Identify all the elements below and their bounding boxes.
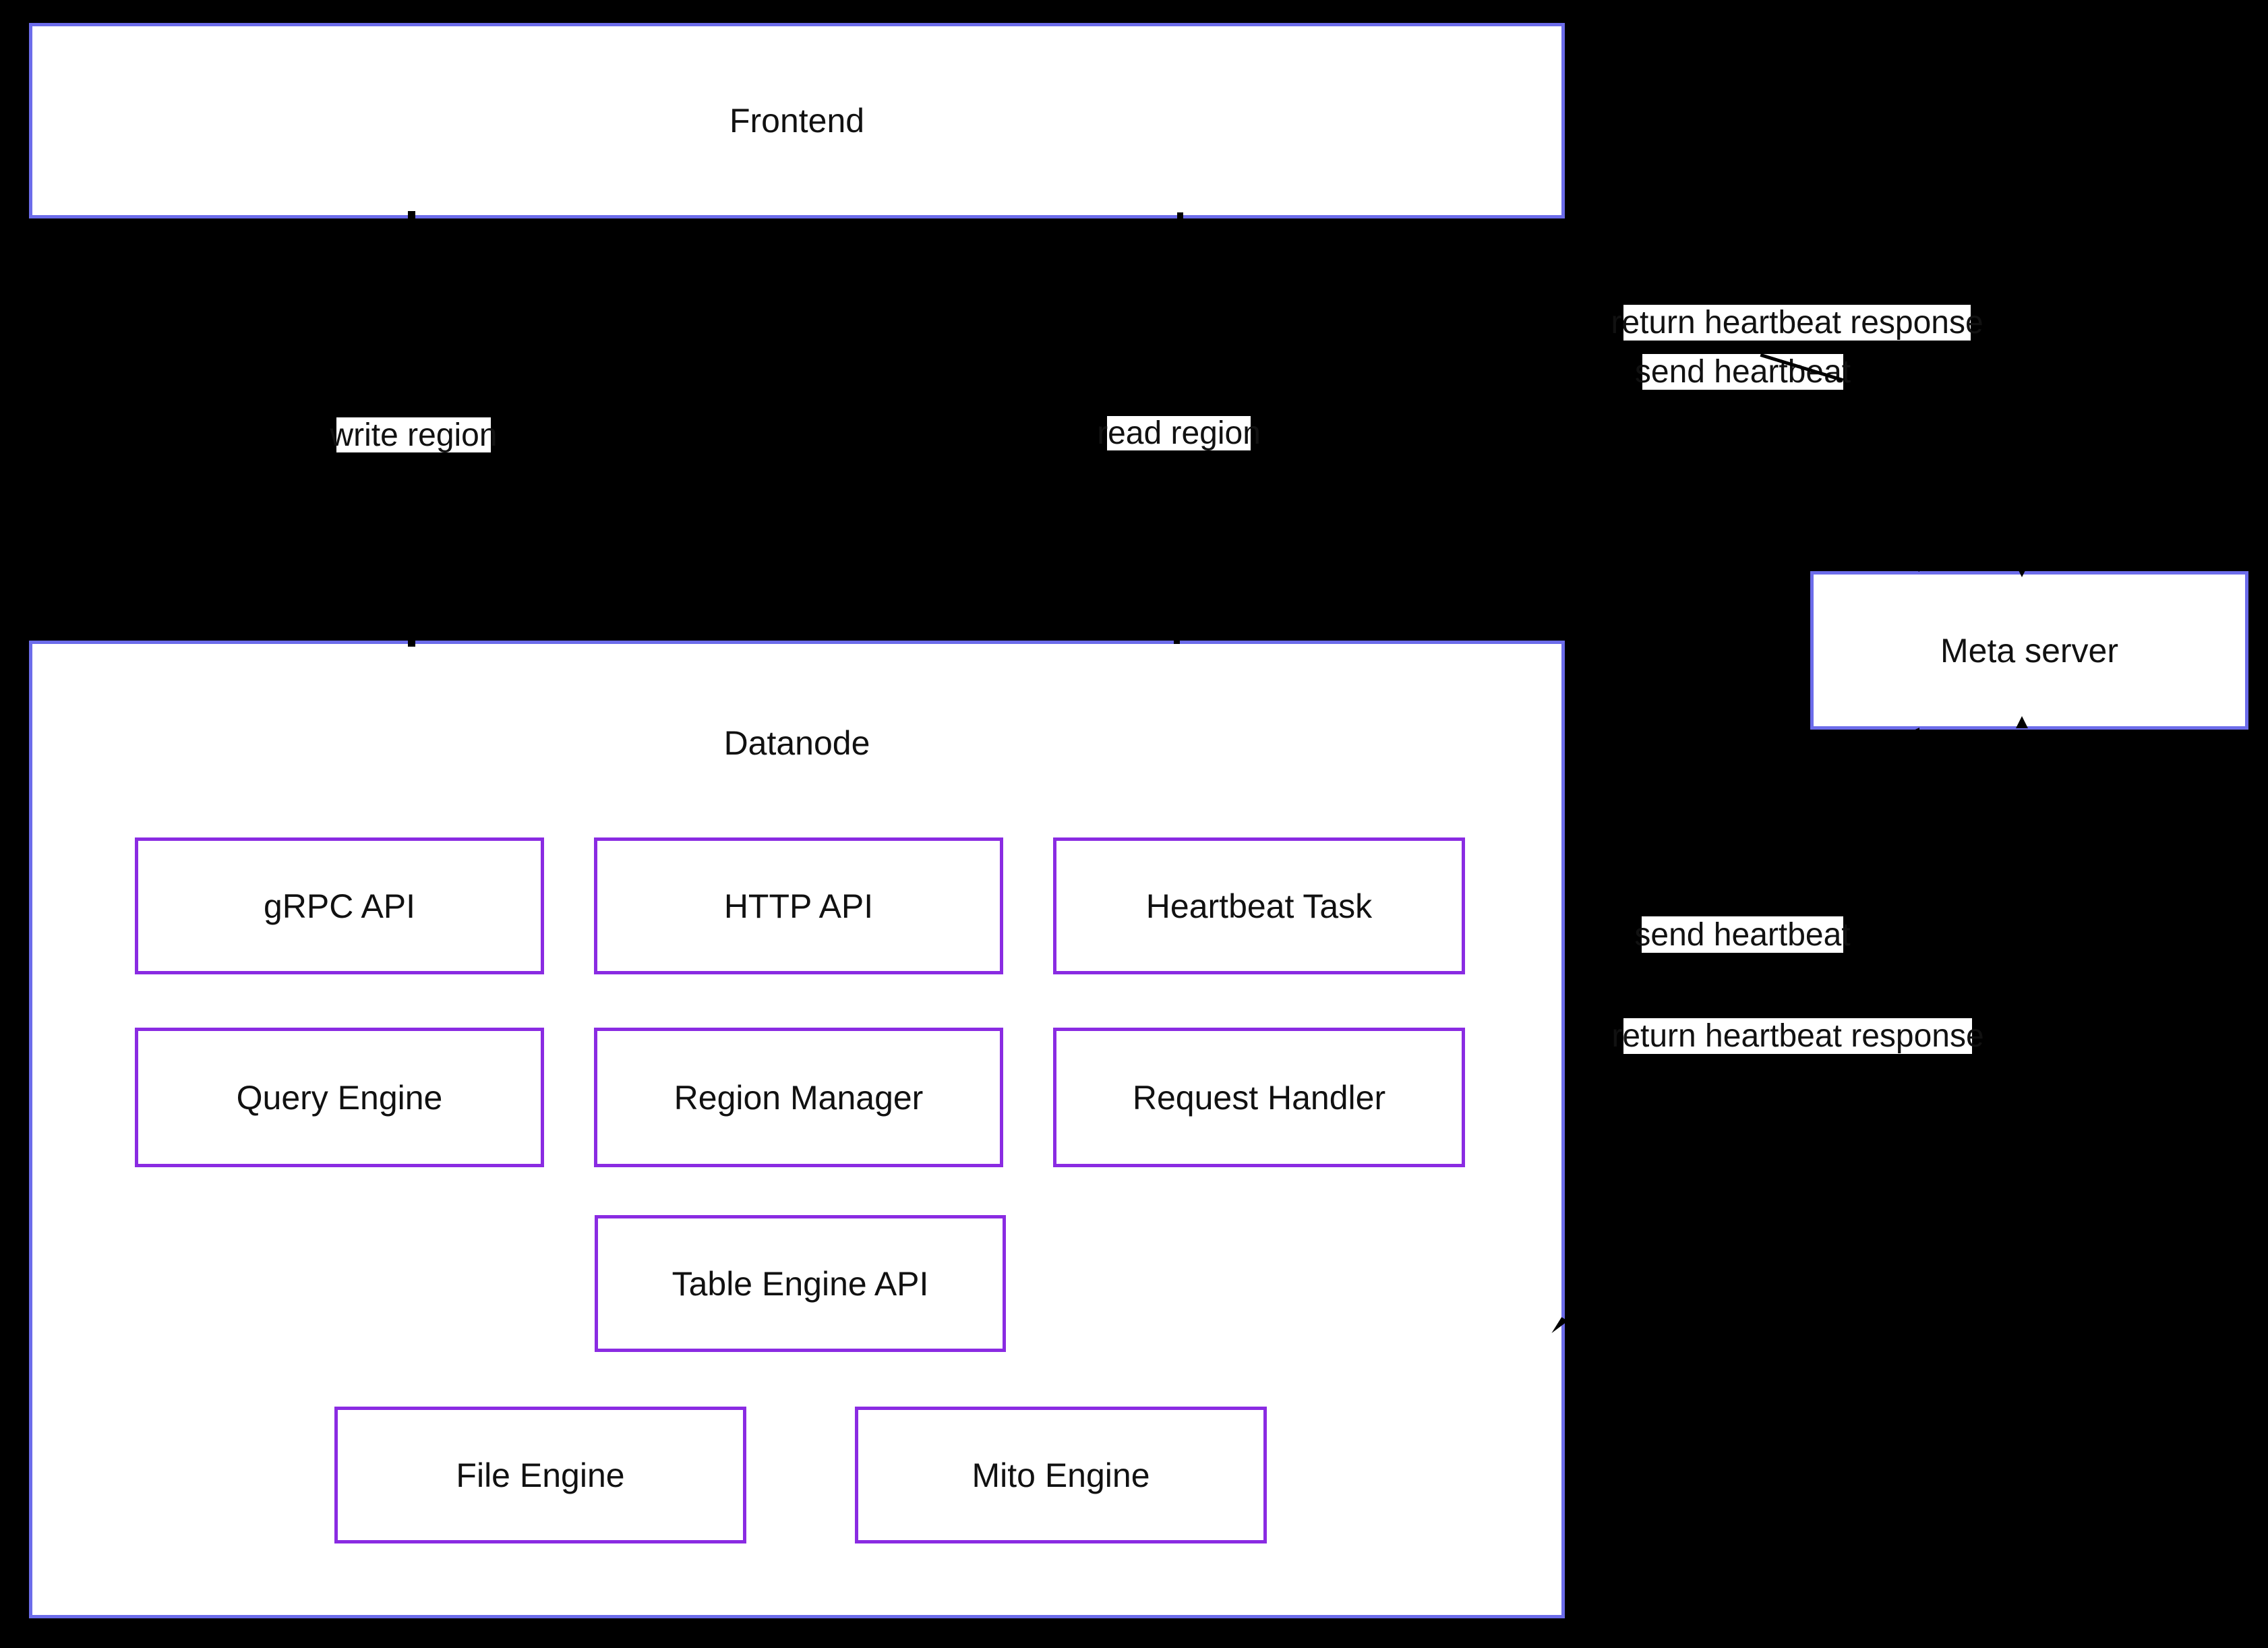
edge-label-return-heartbeat-response-mid: return heartbeat response <box>1611 1018 1984 1054</box>
frontend-box: Frontend <box>29 23 1565 218</box>
request-handler-node: Request Handler <box>1053 1028 1465 1167</box>
grpc-api-label: gRPC API <box>263 887 416 925</box>
table-engine-api-node: Table Engine API <box>595 1215 1006 1352</box>
heartbeat-task-node: Heartbeat Task <box>1053 837 1465 974</box>
arrowhead-meta-top <box>2016 565 2028 577</box>
edge-label-send-heartbeat-mid: send heartbeat <box>1634 916 1851 953</box>
edge-label-write-region: write region <box>330 417 498 453</box>
edge-label-return-heartbeat-response-top: return heartbeat response <box>1611 305 1983 341</box>
edge-fragment-meta-bottom-left <box>1908 728 1919 738</box>
file-engine-label: File Engine <box>456 1456 625 1494</box>
meta-server-label: Meta server <box>1940 631 2118 670</box>
arrowhead-frontend-bottom-read <box>1177 212 1183 220</box>
region-manager-label: Region Manager <box>674 1078 924 1117</box>
grpc-api-node: gRPC API <box>135 837 544 974</box>
arrowhead-datanode-top-read <box>1174 632 1180 644</box>
mito-engine-node: Mito Engine <box>855 1407 1267 1543</box>
edge-label-read-region: read region <box>1097 415 1261 451</box>
edge-fragment-meta-top-left <box>1908 561 1919 572</box>
http-api-node: HTTP API <box>594 837 1003 974</box>
arrowhead-meta-bottom <box>2016 716 2028 728</box>
file-engine-node: File Engine <box>334 1407 746 1543</box>
meta-server-box: Meta server <box>1810 571 2248 730</box>
table-engine-api-label: Table Engine API <box>672 1264 929 1303</box>
datanode-label: Datanode <box>723 724 870 762</box>
request-handler-label: Request Handler <box>1132 1078 1386 1117</box>
query-engine-label: Query Engine <box>236 1078 443 1117</box>
query-engine-node: Query Engine <box>135 1028 544 1167</box>
arrowhead-datanode-top-write <box>408 635 415 647</box>
mito-engine-label: Mito Engine <box>972 1456 1150 1494</box>
frontend-label: Frontend <box>729 102 865 140</box>
region-manager-node: Region Manager <box>594 1028 1003 1167</box>
arrowhead-frontend-bottom-write <box>408 211 415 223</box>
heartbeat-task-label: Heartbeat Task <box>1145 887 1373 925</box>
http-api-label: HTTP API <box>723 887 874 925</box>
